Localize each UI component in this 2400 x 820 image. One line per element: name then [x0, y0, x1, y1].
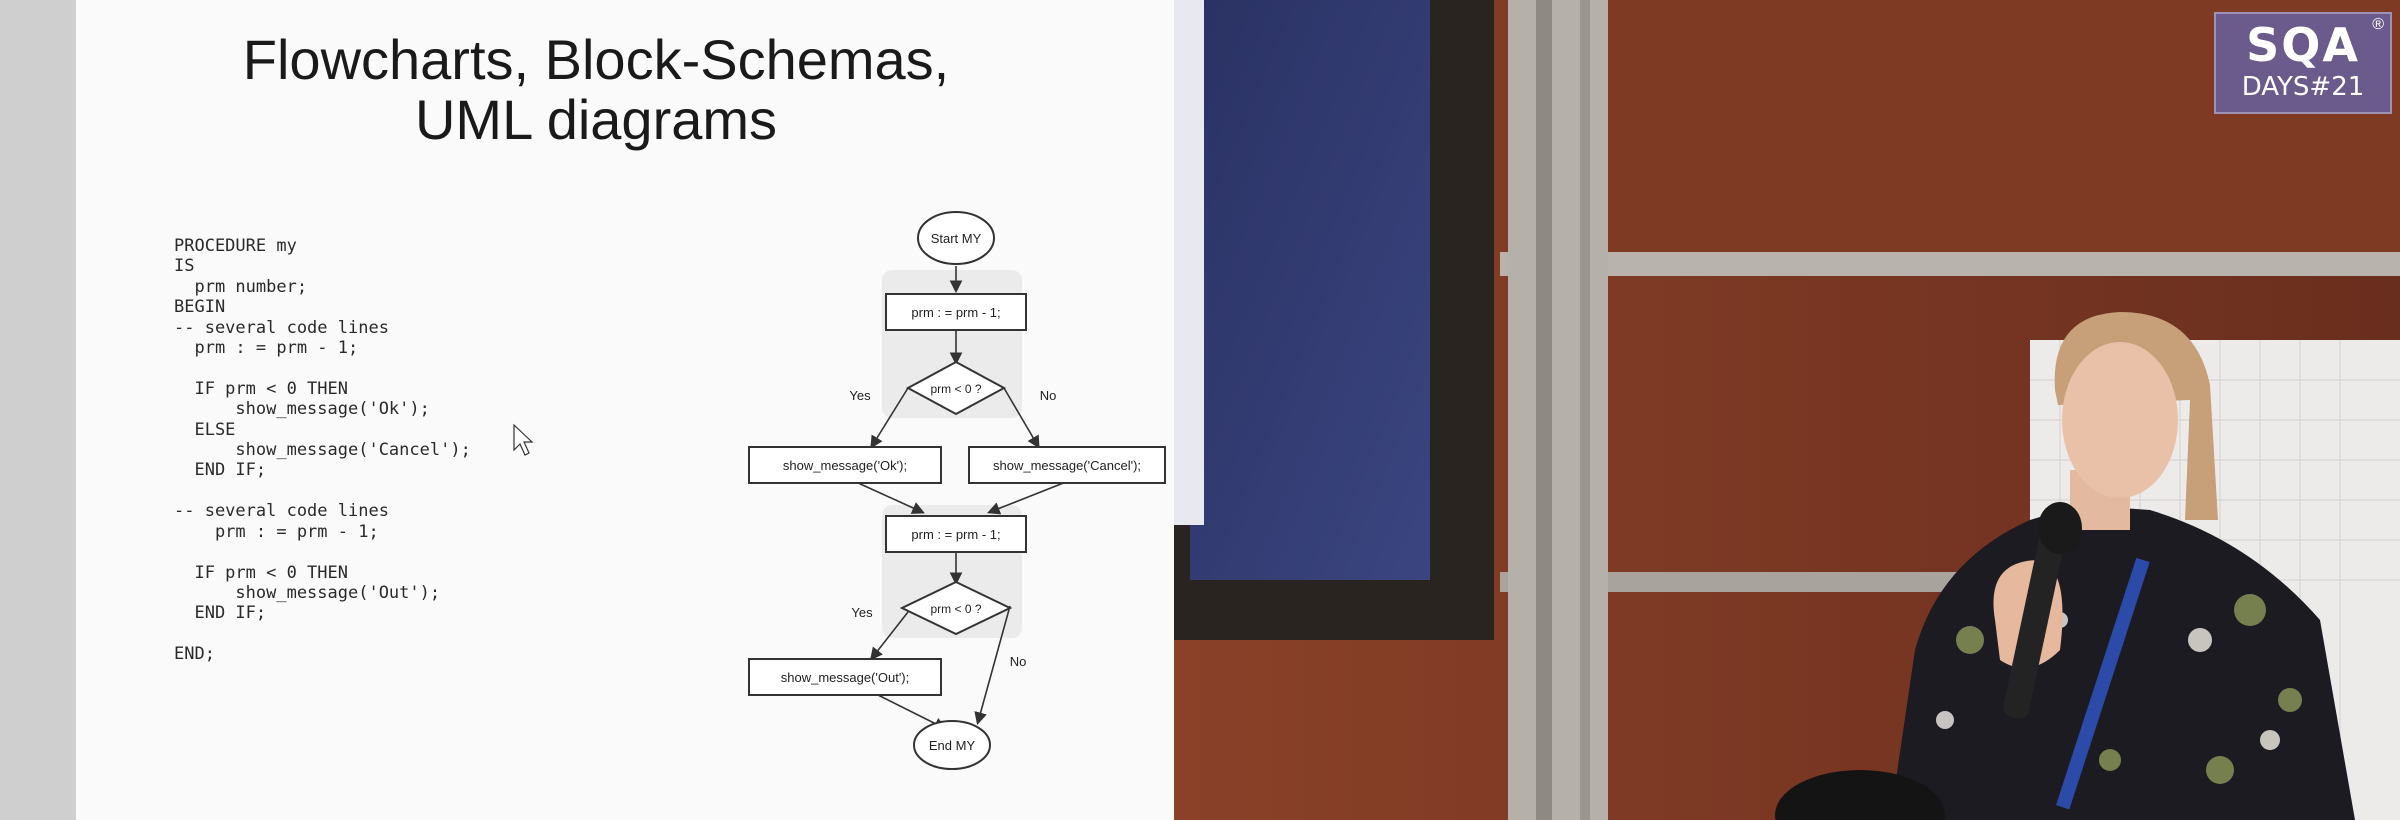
code-line: END IF;	[174, 460, 267, 481]
flow-ok	[748, 446, 942, 484]
flow-end	[913, 720, 991, 770]
code-line: END IF;	[174, 603, 267, 624]
flow-out	[748, 658, 942, 696]
flow-step-2	[885, 515, 1027, 553]
metal-pillar	[1508, 0, 1608, 820]
slide-title: Flowcharts, Block-Schemas, UML diagrams	[76, 30, 1116, 150]
audience-head	[1775, 770, 1945, 820]
logo-days-text: DAYS#21	[2241, 72, 2365, 102]
display-highlight	[1174, 0, 1204, 525]
code-line: ELSE	[174, 419, 236, 440]
flow-step-1	[885, 293, 1027, 331]
mouse-cursor-icon	[513, 423, 534, 456]
code-line: prm : = prm - 1;	[174, 521, 379, 542]
slide-title-line-2: UML diagrams	[414, 88, 778, 151]
code-line: show_message('Out');	[174, 582, 441, 603]
metal-pillar-shade	[1536, 0, 1552, 820]
flow-yes-1-label: Yes	[849, 388, 871, 403]
wall-rail-2	[1500, 572, 1960, 592]
speaker	[1890, 312, 2355, 820]
logo-sqa-text: SQA	[2246, 18, 2360, 72]
flow-step-1-label: prm : = prm - 1;	[911, 305, 1000, 320]
flow-ok-label: show_message('Ok');	[783, 458, 907, 473]
code-line: prm : = prm - 1;	[174, 338, 359, 359]
flow-decision-1-label: prm < 0 ?	[930, 382, 981, 396]
flow-decision-2-label: prm < 0 ?	[930, 602, 981, 616]
code-line: show_message('Cancel');	[174, 440, 471, 461]
flow-connectors	[855, 266, 1067, 730]
flow-cancel	[968, 446, 1166, 484]
metal-pillar-shade-2	[1580, 0, 1590, 820]
left-margin	[0, 0, 76, 820]
code-line: IF prm < 0 THEN	[174, 562, 348, 583]
microphone	[2003, 521, 2067, 719]
flow-end-label: End MY	[929, 738, 976, 753]
slide-title-line-1: Flowcharts, Block-Schemas,	[242, 28, 950, 91]
flow-decision-2	[899, 580, 1013, 636]
flow-decision-1	[905, 360, 1007, 416]
logo-registered-mark: ®	[2372, 16, 2384, 33]
code-line: -- several code lines	[174, 317, 389, 338]
speaker-face	[2062, 342, 2178, 498]
code-line: BEGIN	[174, 297, 226, 318]
flow-no-2-label: No	[1010, 654, 1027, 669]
jacket-pattern-light	[1936, 612, 2280, 750]
code-line: END;	[174, 644, 215, 665]
flowchart: Start MY prm : = prm - 1; prm < 0 ? Yes …	[513, 211, 1166, 770]
code-line: IF prm < 0 THEN	[174, 378, 348, 399]
event-logo: SQA DAYS#21 ®	[2214, 12, 2392, 114]
display-screen	[1190, 0, 1430, 580]
code-line: PROCEDURE my	[174, 236, 297, 256]
code-line: prm number;	[174, 276, 308, 297]
flow-no-1-label: No	[1040, 388, 1057, 403]
code-line: IS	[174, 256, 195, 277]
microphone-head	[2038, 502, 2082, 554]
code-line: show_message('Ok');	[174, 399, 430, 420]
wall-rail-1	[1500, 252, 2400, 276]
flow-step-2-label: prm : = prm - 1;	[911, 527, 1000, 542]
code-line: -- several code lines	[174, 501, 389, 522]
flow-start	[917, 211, 995, 265]
flow-out-label: show_message('Out');	[781, 670, 910, 685]
presentation-slide: Flowcharts, Block-Schemas, UML diagrams …	[76, 0, 1174, 820]
flow-start-label: Start MY	[931, 231, 982, 246]
flow-cancel-label: show_message('Cancel');	[993, 458, 1141, 473]
flow-yes-2-label: Yes	[851, 605, 873, 620]
lanyard	[2055, 557, 2150, 810]
